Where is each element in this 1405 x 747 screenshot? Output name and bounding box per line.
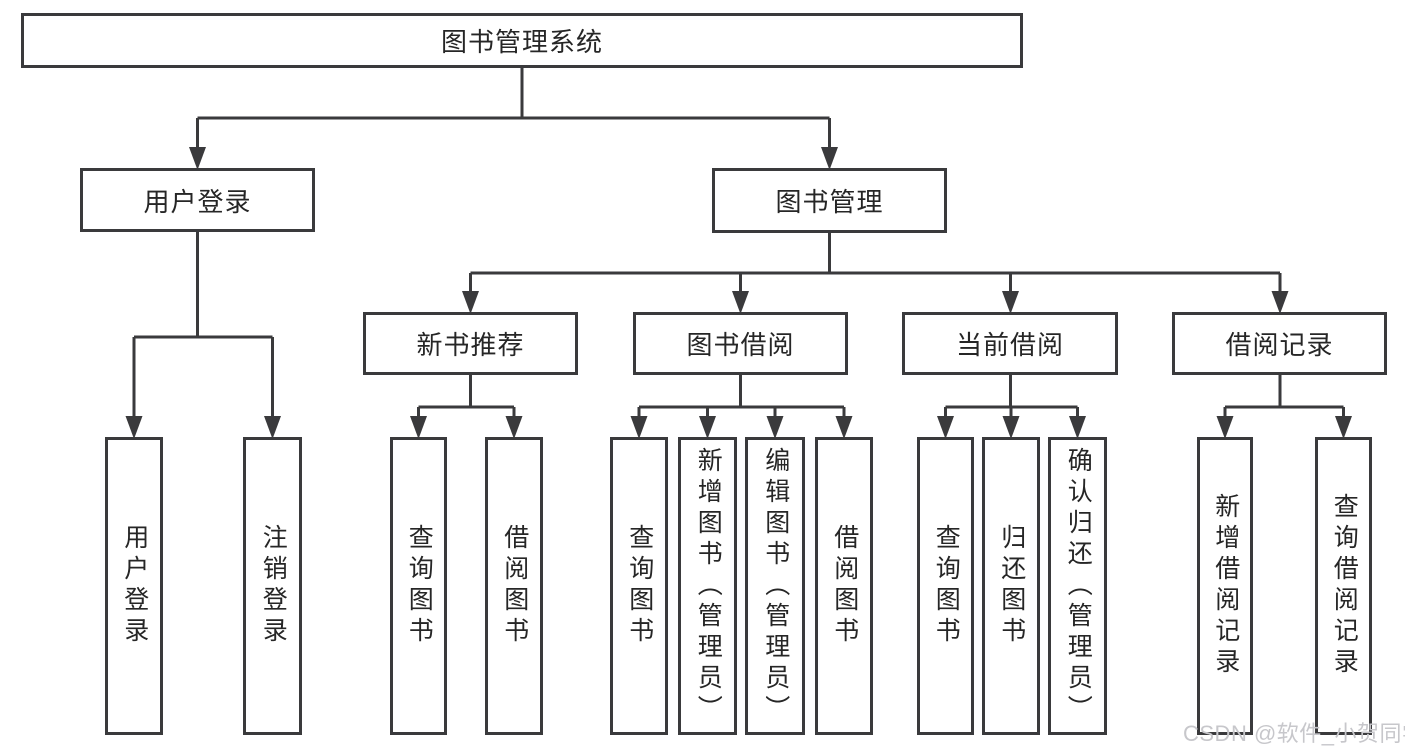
leaf-label: 查询图书 xyxy=(932,524,961,648)
node-label: 用户登录 xyxy=(143,186,252,217)
connector-line xyxy=(417,374,516,417)
leaf-confirm-return-admin: 确认归还（管理员） xyxy=(1048,437,1107,735)
node-borrowing-records: 借阅记录 xyxy=(1172,312,1387,375)
arrow-down-icon xyxy=(1002,291,1019,314)
node-label: 借阅记录 xyxy=(1225,330,1334,360)
connector-line xyxy=(944,374,1079,417)
node-book-management: 图书管理 xyxy=(712,168,947,233)
node-label: 图书管理系统 xyxy=(440,27,603,57)
arrow-down-icon xyxy=(1069,416,1086,439)
leaf-label: 用户登录 xyxy=(120,524,149,648)
arrow-down-icon xyxy=(937,416,954,439)
connector-user-login-children xyxy=(125,231,281,439)
connector-root-to-level2 xyxy=(189,66,838,170)
arrow-down-icon xyxy=(264,416,281,439)
node-library-system: 图书管理系统 xyxy=(21,13,1023,68)
arrow-down-icon xyxy=(1002,416,1020,439)
leaf-edit-book-admin: 编辑图书（管理员） xyxy=(745,437,805,735)
connector-borrowing-records-children xyxy=(1216,374,1352,439)
arrow-down-icon xyxy=(410,416,427,439)
connector-line xyxy=(469,232,1282,292)
leaf-query-books-recommend: 查询图书 xyxy=(390,437,447,735)
arrow-down-icon xyxy=(125,416,143,439)
leaf-query-borrow-record: 查询借阅记录 xyxy=(1315,437,1372,735)
arrow-down-icon xyxy=(835,416,853,439)
connector-line xyxy=(196,66,831,148)
leaf-label: 查询图书 xyxy=(625,524,654,648)
arrow-down-icon xyxy=(462,291,479,314)
arrow-down-icon xyxy=(732,291,749,314)
leaf-logout-login: 注销登录 xyxy=(243,437,302,735)
leaf-label: 新增借阅记录 xyxy=(1211,493,1240,679)
arrow-down-icon xyxy=(821,147,838,170)
arrow-down-icon xyxy=(699,416,716,439)
leaf-query-books-current: 查询图书 xyxy=(917,437,974,735)
arrow-down-icon xyxy=(766,416,784,439)
leaf-query-books-borrowing: 查询图书 xyxy=(610,437,668,735)
leaf-label: 归还图书 xyxy=(997,524,1026,648)
arrow-down-icon xyxy=(1271,291,1289,314)
watermark: CSDN @软件_小贺同学 xyxy=(1183,721,1405,746)
leaf-label: 查询图书 xyxy=(405,524,434,648)
node-new-book-recommend: 新书推荐 xyxy=(363,312,578,375)
node-current-borrowing: 当前借阅 xyxy=(902,312,1118,375)
connector-line xyxy=(637,374,846,417)
node-label: 图书管理 xyxy=(775,187,884,217)
node-label: 新书推荐 xyxy=(416,330,525,360)
arrow-down-icon xyxy=(1216,416,1234,439)
leaf-label: 借阅图书 xyxy=(830,524,859,648)
connector-line xyxy=(132,231,274,417)
arrow-down-icon xyxy=(189,147,206,170)
connector-new-book-recommend-children xyxy=(410,374,523,439)
leaf-label: 确认归还（管理员） xyxy=(1064,446,1093,726)
connector-line xyxy=(1223,374,1345,417)
leaf-add-book-admin: 新增图书（管理员） xyxy=(678,437,737,735)
arrow-down-icon xyxy=(630,416,648,439)
connector-current-borrowing-children xyxy=(937,374,1086,439)
leaf-label: 查询借阅记录 xyxy=(1330,493,1359,679)
leaf-label: 编辑图书（管理员） xyxy=(761,446,790,726)
node-user-login: 用户登录 xyxy=(80,168,315,232)
connector-book-management-children xyxy=(462,232,1289,314)
node-label: 当前借阅 xyxy=(955,330,1064,360)
node-book-borrowing: 图书借阅 xyxy=(633,312,848,375)
leaf-borrow-books-recommend: 借阅图书 xyxy=(485,437,543,735)
leaf-borrow-books: 借阅图书 xyxy=(815,437,873,735)
leaf-add-borrow-record: 新增借阅记录 xyxy=(1197,437,1253,735)
leaf-label: 借阅图书 xyxy=(500,524,529,648)
leaf-user-login: 用户登录 xyxy=(105,437,163,735)
arrow-down-icon xyxy=(1335,416,1352,439)
leaf-return-books: 归还图书 xyxy=(982,437,1040,735)
arrow-down-icon xyxy=(505,416,523,439)
leaf-label: 注销登录 xyxy=(259,524,288,648)
node-label: 图书借阅 xyxy=(686,330,795,360)
connector-book-borrowing-children xyxy=(630,374,853,439)
leaf-label: 新增图书（管理员） xyxy=(694,446,723,726)
